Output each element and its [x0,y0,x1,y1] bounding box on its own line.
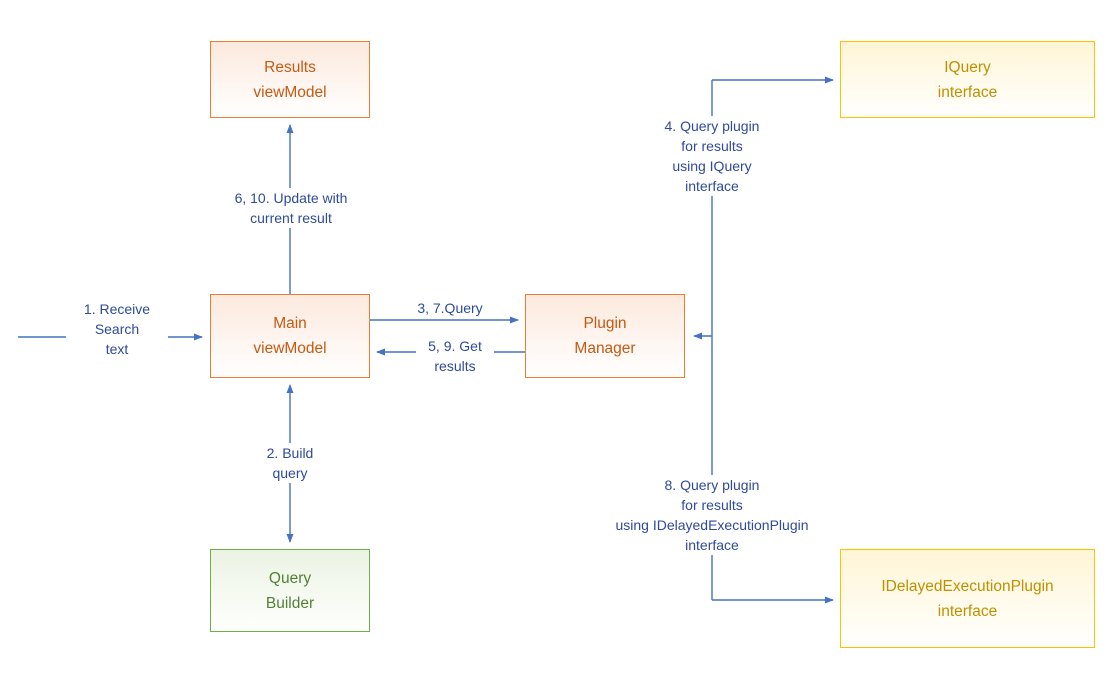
label-update-result: 6, 10. Update with current result [209,188,373,228]
box-query-builder: Query Builder [210,549,370,632]
box-iquery-interface: IQuery interface [840,41,1095,118]
label-get-results: 5, 9. Get results [416,336,494,376]
label-query-iquery: 4. Query plugin for results using IQuery… [634,116,790,196]
box-results-viewmodel: Results viewModel [210,41,370,118]
label-query-delayed: 8. Query plugin for results using IDelay… [594,475,830,555]
label-receive-search: 1. Receive Search text [66,299,168,359]
label-build-query: 2. Build query [251,443,329,483]
box-idelayed-interface: IDelayedExecutionPlugin interface [840,549,1095,648]
box-plugin-manager: Plugin Manager [525,294,685,378]
box-main-viewmodel: Main viewModel [210,294,370,378]
label-query: 3, 7.Query [405,298,495,318]
